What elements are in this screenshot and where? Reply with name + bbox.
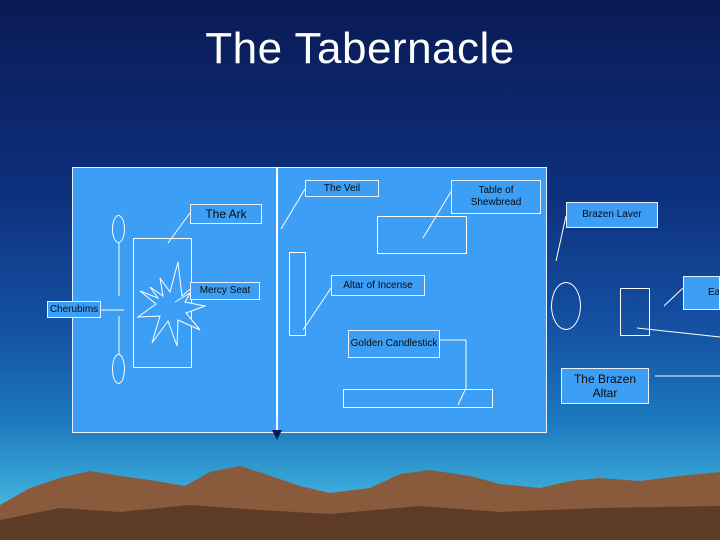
cherub-bottom	[112, 354, 125, 384]
label-golden-candlestick: Golden Candlestick	[348, 330, 440, 358]
label-cherubims: Cherubims	[47, 301, 101, 318]
label-mercy-seat: Mercy Seat	[190, 282, 260, 300]
label-east-gate: East Gate	[683, 276, 720, 310]
label-altar-of-incense: Altar of Incense	[331, 275, 425, 296]
slide-title: The Tabernacle	[205, 24, 515, 73]
table-of-shewbread-shape	[377, 216, 467, 254]
label-table-of-shewbread: Table of Shewbread	[451, 180, 541, 214]
incense-altar-bar	[343, 389, 493, 408]
mercy-seat-starburst	[136, 261, 207, 347]
brazen-altar-shape	[620, 288, 650, 336]
label-the-veil: The Veil	[305, 180, 379, 197]
label-the-ark: The Ark	[190, 204, 262, 224]
label-the-brazen-altar: The Brazen Altar	[561, 368, 649, 404]
laver-shape	[551, 282, 581, 330]
cherub-top	[112, 215, 125, 243]
candlestick-shape	[289, 252, 306, 336]
label-brazen-laver: Brazen Laver	[566, 202, 658, 228]
